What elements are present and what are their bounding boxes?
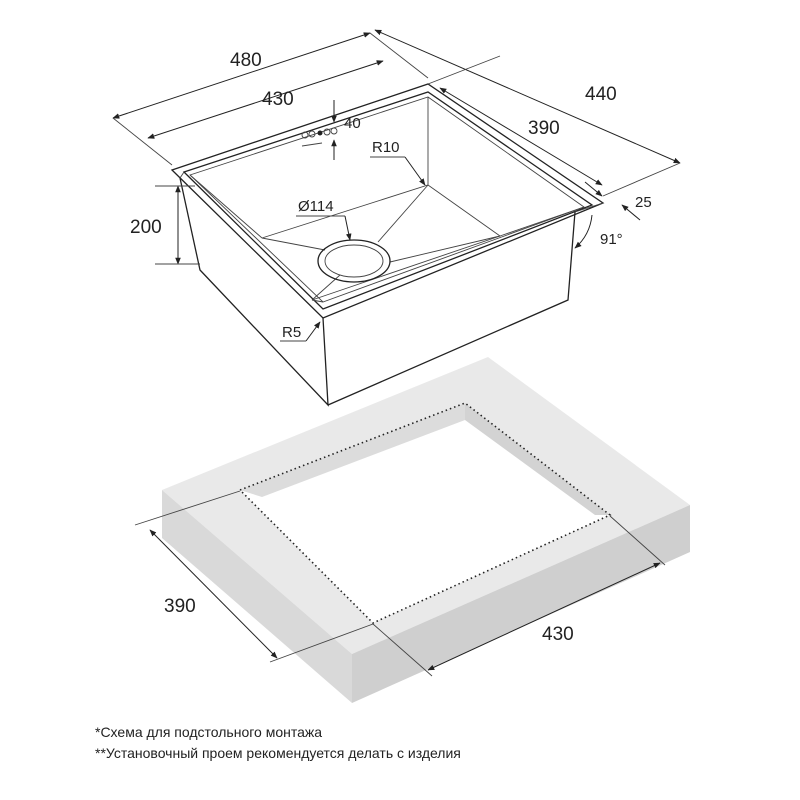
drain-inner <box>324 244 384 278</box>
dim-r5: R5 <box>282 324 301 341</box>
sink-wall-right <box>327 211 576 406</box>
control-panel-icon <box>301 127 338 147</box>
basin-floor <box>261 184 501 301</box>
dim-25: 25 <box>635 194 652 211</box>
dim-r10: R10 <box>372 139 400 156</box>
dim-91deg: 91° <box>600 231 623 248</box>
notes: *Схема для подстольного монтажа **Устано… <box>95 722 461 764</box>
sink-wall-edge <box>179 171 604 213</box>
note-cutout-recommendation: **Установочный проем рекомендуется делат… <box>95 745 461 761</box>
basin-wall-left-in <box>189 174 263 239</box>
dim-200: 200 <box>130 217 162 238</box>
cutout-wall-back <box>240 403 465 497</box>
sink-rim-inner-2 <box>189 96 585 303</box>
dim-40: 40 <box>344 115 361 132</box>
sink-wall-left <box>179 177 329 407</box>
dim-390: 390 <box>528 118 560 139</box>
cutout-dotted-outline <box>238 402 612 624</box>
dim-480: 480 <box>230 50 262 71</box>
dim-d114: Ø114 <box>298 198 334 215</box>
cutout-dim-390: 390 <box>164 596 196 617</box>
countertop <box>162 357 690 703</box>
sink-dimensions: 480 430 440 390 200 40 R10 Ø114 25 <box>112 29 681 342</box>
dim-440: 440 <box>585 84 617 105</box>
basin-wall-right-in <box>499 206 585 237</box>
note-underfloor-mounting: *Схема для подстольного монтажа <box>95 724 323 740</box>
basin-wall-front-in <box>311 299 324 303</box>
basin-slope-lines <box>261 184 501 301</box>
cutout-dimensions: 390 430 <box>134 490 666 677</box>
drain-outer <box>317 239 391 283</box>
dim-430: 430 <box>262 89 294 110</box>
cutout-dim-430: 430 <box>542 624 574 645</box>
